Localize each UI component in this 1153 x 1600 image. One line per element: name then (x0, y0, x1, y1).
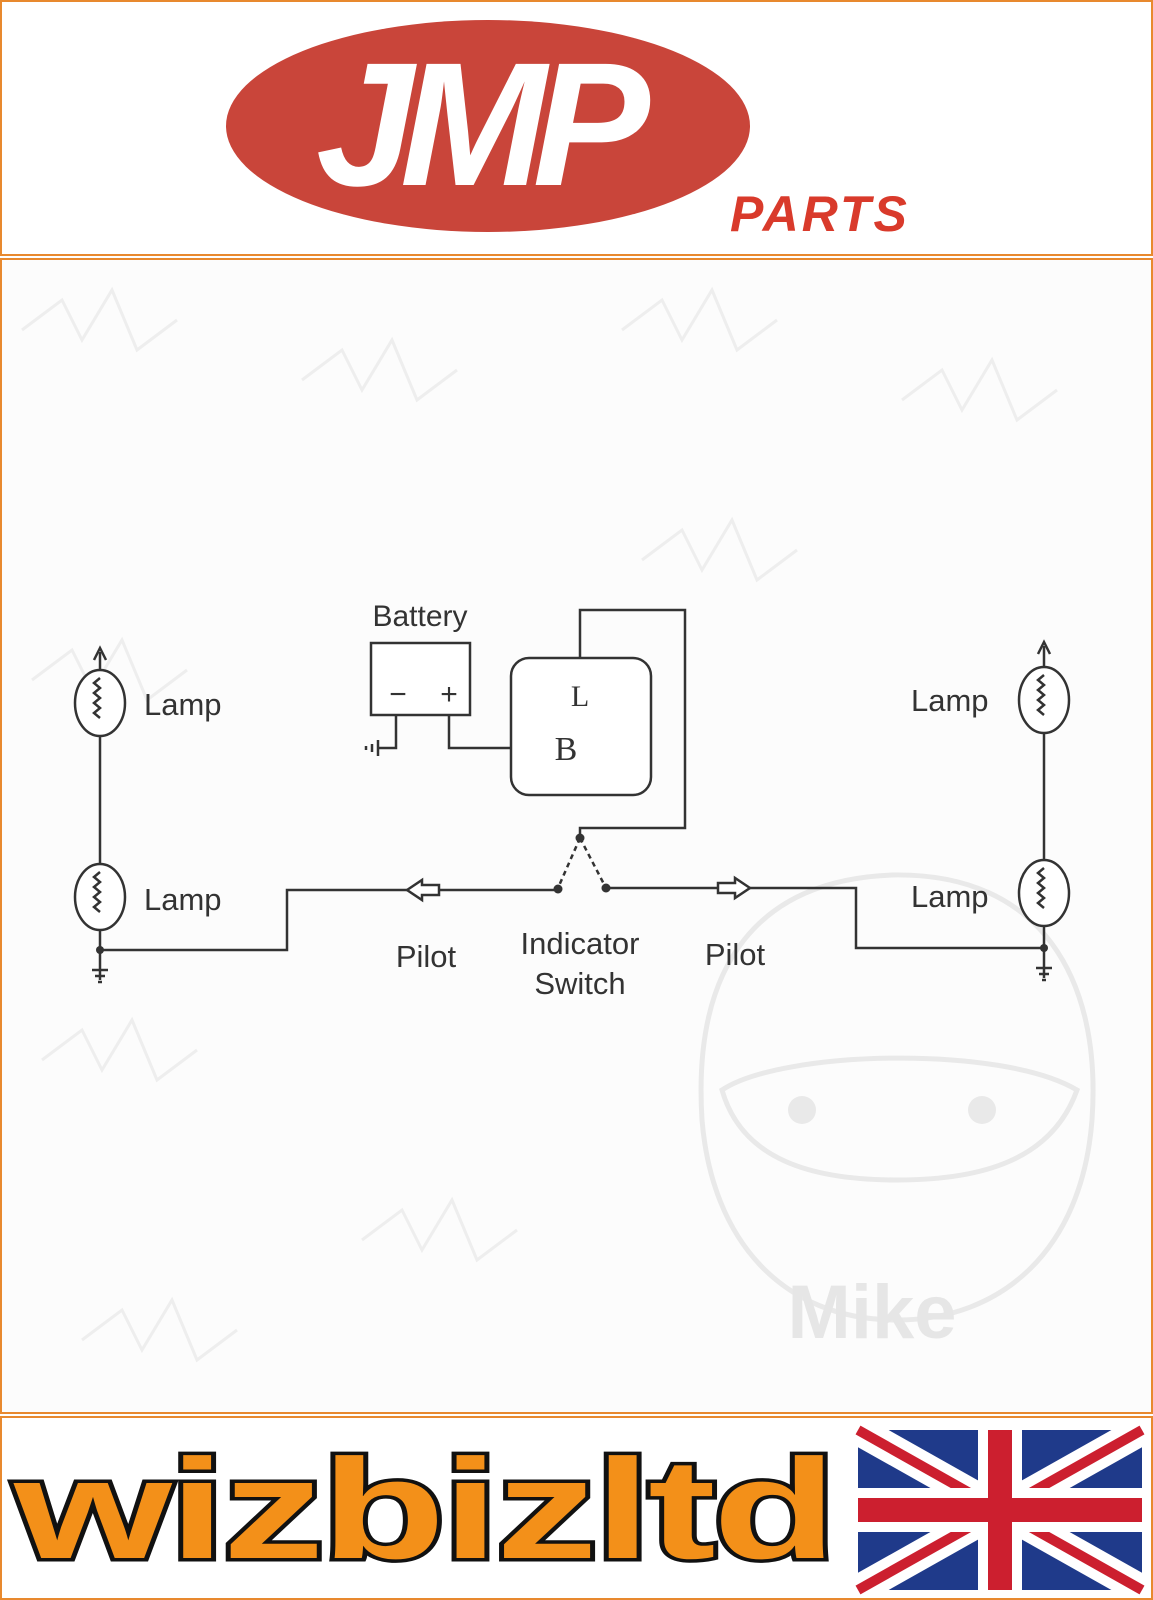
switch-left-contact (553, 884, 563, 894)
left-ground-icon (92, 968, 108, 984)
right-pilot-arrow-icon (716, 875, 753, 901)
union-jack-flag-icon (850, 1418, 1150, 1598)
right-feed-wire (750, 886, 1044, 950)
helmet-watermark-icon (698, 872, 1096, 1323)
wizbizltd-logo-text: wizbizltd (13, 1430, 834, 1589)
battery-plus-label: + (440, 678, 458, 711)
relay-terminal-l: L (571, 680, 589, 713)
indicator-switch-blade-right (578, 837, 608, 889)
relay-l-wire (578, 608, 687, 838)
watermark-pattern (21, 286, 1058, 1363)
indicator-switch-label-line2: Switch (534, 966, 625, 1001)
wiring-diagram: Mike (21, 286, 1096, 1363)
logo-oval (226, 20, 750, 232)
left-bottom-lamp-icon (73, 862, 127, 932)
flasher-relay-icon (509, 656, 653, 797)
battery-negative-wire (378, 715, 398, 750)
parts-text: PARTS (730, 186, 910, 242)
switch-pivot-dot (575, 833, 585, 843)
left-feed-wire (100, 888, 407, 952)
footer-banner: wizbizltd (0, 1416, 1153, 1600)
battery-ground-icon (364, 740, 380, 756)
left-pilot-arrow-icon (404, 877, 441, 903)
switch-right-contact (601, 883, 611, 893)
relay-terminal-b: B (555, 731, 578, 768)
battery-label: Battery (372, 600, 467, 633)
wiring-diagram-panel: Mike (0, 258, 1153, 1414)
lamp-label-right-bottom: Lamp (911, 879, 989, 914)
header-banner: JMP PARTS (0, 0, 1153, 256)
indicator-switch-label-line1: Indicator (521, 926, 640, 961)
battery-minus-label: − (389, 678, 407, 711)
pilot-label-right: Pilot (705, 937, 766, 972)
lamp-label-left-top: Lamp (144, 687, 222, 722)
left-top-lamp-icon (73, 668, 127, 738)
right-top-lamp-icon (1017, 665, 1071, 735)
left-top-ground-arrow-icon (92, 645, 108, 661)
pilot-label-left: Pilot (396, 939, 457, 974)
lamp-label-right-top: Lamp (911, 683, 989, 718)
footer-graphics: wizbizltd (9, 1418, 1150, 1598)
right-top-ground-arrow-icon (1036, 639, 1052, 655)
indicator-switch-blade-left (556, 837, 582, 889)
battery-icon (369, 641, 472, 717)
right-bottom-lamp-icon (1017, 858, 1071, 928)
logo-text: JMP (316, 27, 650, 223)
jmp-logo: JMP PARTS (226, 20, 910, 242)
right-ground-icon (1036, 966, 1052, 982)
lamp-label-left-bottom: Lamp (144, 882, 222, 917)
watermark-text: Mike (788, 1270, 957, 1355)
